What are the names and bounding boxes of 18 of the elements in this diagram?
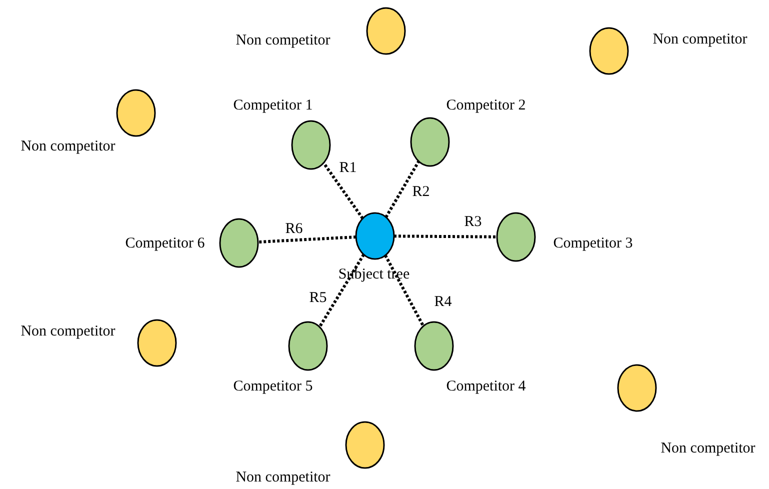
node-label: Competitor 3 (553, 236, 633, 252)
dotted-connector (394, 234, 498, 238)
node-label: Non competitor (20, 324, 116, 340)
dotted-connector (318, 254, 365, 328)
dotted-connector (322, 162, 364, 220)
dotted-connector (384, 254, 425, 327)
node-label: Competitor 1 (233, 98, 313, 114)
node-label: Non competitor (652, 32, 748, 48)
node-label: Competitor 5 (233, 378, 313, 396)
dotted-connector (258, 235, 356, 244)
node-label: Non competitor (660, 440, 756, 458)
node-label: Competitor 2 (446, 98, 526, 114)
node-label: Non competitor (236, 470, 330, 486)
node-label: Non competitor (20, 138, 116, 156)
node-label: Competitor 6 (125, 236, 205, 252)
node-label: Competitor 4 (446, 378, 526, 396)
dotted-connector (384, 160, 420, 218)
node-label: Non competitor (236, 32, 330, 50)
